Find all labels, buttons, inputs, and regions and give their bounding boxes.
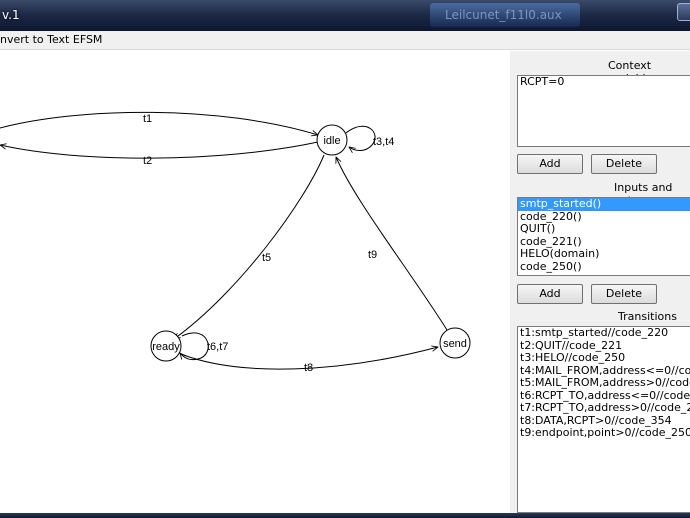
edge-t2[interactable] — [0, 141, 319, 159]
transition-row[interactable]: t8:DATA,RCPT>0//code_354 — [520, 413, 672, 427]
context-delete-button[interactable]: Delete — [591, 154, 657, 174]
state-idle-label: idle — [323, 135, 340, 147]
edge-label-t3-t4: t3,t4 — [373, 136, 394, 148]
edge-t9[interactable] — [336, 157, 448, 331]
window-title: v.1 — [2, 8, 20, 22]
menu-convert-to-text-efsm[interactable]: nvert to Text EFSM — [0, 33, 103, 46]
transition-row[interactable]: t3:HELO//code_250 — [520, 351, 626, 364]
input-output-row[interactable]: code_221() — [520, 234, 582, 248]
edge-t1[interactable] — [0, 111, 318, 135]
transition-row[interactable]: t2:QUIT//code_221 — [520, 338, 623, 352]
input-output-row[interactable]: HELO(domain) — [520, 247, 600, 260]
transition-row[interactable]: t1:smtp_started//code_220 — [520, 326, 669, 339]
state-ready-label: ready — [152, 341, 180, 353]
right-panel: Context variables RCPT=0 Add Delete Inpu… — [510, 51, 690, 513]
transition-row[interactable]: t9:endpoint,point>0//code_250 — [520, 426, 690, 439]
input-output-row[interactable]: code_250() — [520, 259, 582, 273]
edge-label-t2: t2 — [143, 155, 152, 167]
transition-row[interactable]: t5:MAIL_FROM,address>0//code_ — [520, 376, 690, 389]
state-send[interactable]: send — [439, 327, 471, 359]
edge-label-t6-t7: t6,t7 — [207, 341, 228, 353]
edge-t3-t4[interactable] — [345, 125, 376, 150]
state-ready[interactable]: ready — [150, 330, 182, 362]
edge-t8[interactable] — [180, 347, 438, 370]
state-send-label: send — [443, 338, 467, 350]
menu-bar: nvert to Text EFSM — [0, 31, 690, 50]
edge-t5[interactable] — [174, 154, 325, 339]
transitions-label: Transitions — [618, 310, 677, 323]
background-window-title: Leilcunet_f11l0.aux — [445, 8, 562, 22]
title-bar[interactable]: v.1 Leilcunet_f11l0.aux — [0, 0, 690, 31]
context-variables-list[interactable]: RCPT=0 — [517, 75, 690, 147]
edge-label-t5: t5 — [262, 252, 271, 264]
inputs-outputs-list[interactable]: smtp_started()code_220()QUIT()code_221()… — [517, 197, 690, 276]
edge-label-t8: t8 — [304, 362, 313, 374]
taskbar — [0, 513, 690, 518]
edge-label-t1: t1 — [143, 113, 152, 125]
transition-row[interactable]: t4:MAIL_FROM,address<=0//code_ — [520, 363, 690, 377]
inputs-add-button[interactable]: Add — [517, 284, 583, 304]
background-window-reflection — [430, 3, 580, 27]
diagram-canvas[interactable]: t1 t2 t3,t4 t5 t6,t7 t8 t9 idle ready se… — [0, 51, 510, 513]
input-output-row[interactable]: code_220() — [520, 209, 582, 223]
inputs-delete-button[interactable]: Delete — [591, 284, 657, 304]
input-output-row[interactable]: smtp_started() — [518, 198, 690, 211]
edge-label-t9: t9 — [368, 249, 377, 261]
window-control-button[interactable] — [677, 3, 690, 21]
context-variable-row[interactable]: RCPT=0 — [520, 75, 565, 88]
state-idle[interactable]: idle — [316, 124, 348, 156]
edge-t6-t7[interactable] — [180, 332, 209, 361]
input-output-row[interactable]: QUIT() — [520, 222, 556, 235]
transition-row[interactable]: t6:RCPT_TO,address<=0//code_5 — [520, 388, 690, 402]
transition-row[interactable]: t7:RCPT_TO,address>0//code_25 — [520, 401, 690, 414]
context-add-button[interactable]: Add — [517, 154, 583, 174]
